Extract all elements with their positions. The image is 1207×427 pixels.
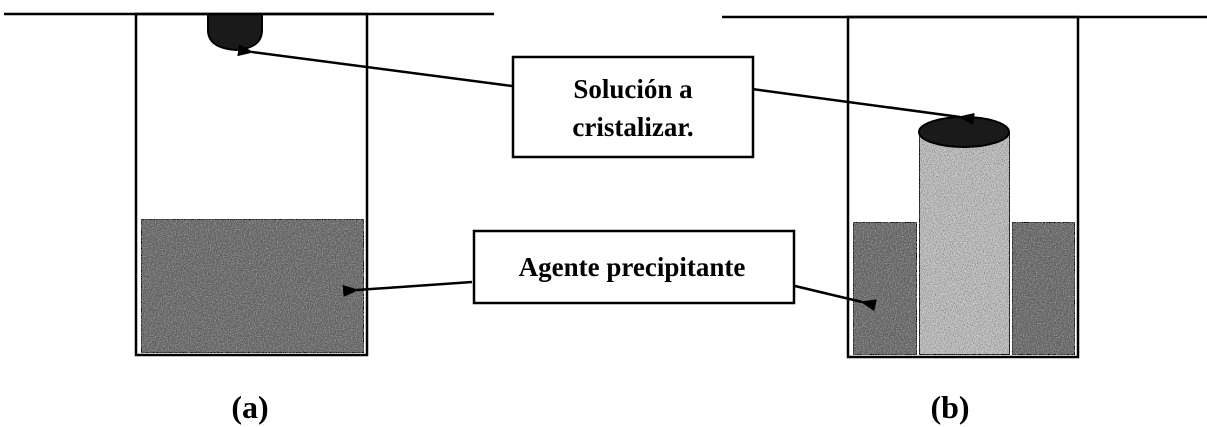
panel-b: (b) — [722, 15, 1207, 425]
well-a — [134, 12, 369, 357]
arrow-solution-to-drop-a — [237, 44, 513, 88]
panel-a-label: (a) — [231, 389, 268, 425]
panel-a: (a) — [4, 12, 494, 425]
solution-label-box: Solución a cristalizar. — [511, 55, 755, 159]
precipitant-reservoir-b-left — [852, 221, 918, 356]
arrows — [237, 44, 975, 312]
precipitant-label: Agente precipitante — [519, 252, 746, 282]
solution-label-line2: cristalizar. — [572, 112, 693, 142]
solution-label-frame — [511, 55, 755, 159]
arrow-precipitant-to-reservoir-b — [794, 284, 878, 312]
hanging-drop-a — [207, 13, 263, 52]
precipitant-label-box: Agente precipitante — [472, 229, 796, 305]
sitting-drop-pedestal — [918, 131, 1011, 356]
sitting-drop-b — [918, 116, 1010, 148]
arrow-precipitant-to-reservoir-a — [342, 280, 473, 297]
well-b — [846, 15, 1080, 359]
precipitant-reservoir-b-right — [1011, 221, 1076, 356]
arrow-solution-to-drop-b — [751, 87, 975, 125]
panel-b-label: (b) — [930, 389, 969, 425]
solution-label-line1: Solución a — [573, 74, 693, 104]
precipitant-label-frame — [472, 229, 796, 305]
precipitant-reservoir-a — [140, 218, 365, 354]
